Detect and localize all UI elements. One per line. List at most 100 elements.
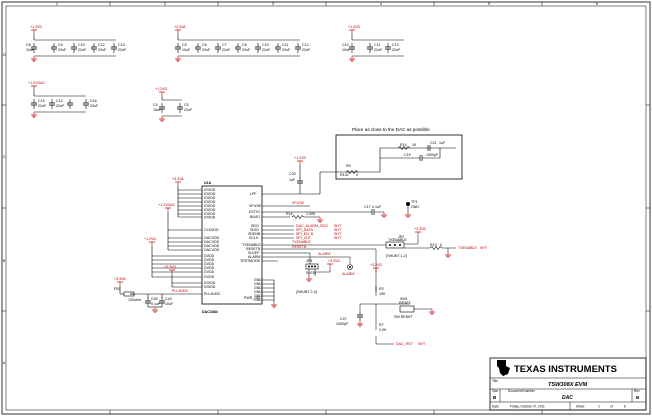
- jumper-ref: JP2: [398, 235, 404, 239]
- ferrite-value: 130ohm: [128, 298, 141, 302]
- sleep-jumper: JP3 SLEEP (SHUNT 2-3) +3.3VD: [296, 253, 340, 294]
- net-label: DAC_RST: [396, 342, 414, 346]
- note-cap-value: 1uF: [439, 141, 446, 145]
- switch-value: RESET: [399, 301, 412, 305]
- frame-tick-c: B: [3, 259, 6, 263]
- rail-label: +3.3VD: [328, 259, 340, 263]
- pin-label: DACVDD: [204, 244, 220, 248]
- pin-label: VFUSE: [249, 204, 262, 208]
- rev-label: Rev: [634, 389, 640, 393]
- cap-value: 22uF: [302, 48, 311, 52]
- cap-value: 22uF: [118, 48, 127, 52]
- pin-label: GND: [254, 294, 262, 298]
- cap-value: 22uF: [392, 48, 401, 52]
- cap-ref: C9: [58, 43, 63, 47]
- rail-label: +1.2VD: [144, 237, 156, 241]
- cap-ref: C12: [302, 43, 309, 47]
- pin-label: EXTIO: [249, 210, 260, 214]
- resistor-value: 1.00K: [306, 212, 316, 216]
- placement-note: Place as close to the DAC as possible: [352, 127, 430, 132]
- cap-ref: C4: [153, 103, 158, 107]
- pin-label: IOVDD: [204, 208, 216, 212]
- cap-value: 22uF: [90, 104, 99, 108]
- net-label: VFUSE: [292, 201, 305, 205]
- net-label: SPI_CLK: [296, 236, 311, 240]
- chip-ref: U1A: [204, 181, 212, 185]
- pin-label: SCLK: [249, 236, 259, 240]
- cap-value: 22uF: [242, 48, 251, 52]
- chip-part: DAC3484: [202, 310, 218, 314]
- cap-value: 22uF: [38, 104, 47, 108]
- decoupling-group-1: +1.2VD C8 10uF C9 22uF C10 22uF C12 22uF…: [26, 25, 127, 62]
- cap-value: 22uF: [58, 48, 67, 52]
- resistor-ref: R132: [340, 173, 349, 177]
- pin-label: GND: [254, 278, 262, 282]
- sheet-ref: SHT: [418, 342, 426, 346]
- cap-ref: C10: [262, 43, 269, 47]
- sheet-label: Sheet: [576, 405, 584, 409]
- resistor-ref: R13: [430, 243, 437, 247]
- company-logo-text: TEXAS INSTRUMENTS: [514, 364, 617, 375]
- sheet-ref: SHT: [334, 236, 342, 240]
- cap-value: 22uF: [262, 48, 271, 52]
- note-cap-ref: C21: [430, 141, 437, 145]
- cap-ref: C10: [78, 43, 85, 47]
- frame-tick-4: 4: [380, 2, 382, 6]
- rail-label: +3.3VA: [174, 25, 186, 29]
- sheet-number: 2: [598, 405, 600, 409]
- placement-note-box: Place as close to the DAC as possible R1…: [335, 127, 463, 180]
- pin-label: TESTMODE: [240, 259, 261, 263]
- cap-value: 22uF: [78, 48, 87, 52]
- date-label: Date:: [492, 405, 500, 409]
- cap-value: 22uF: [56, 104, 65, 108]
- rail-label: +3.3VD: [164, 265, 176, 269]
- cap-ref: C8: [242, 43, 247, 47]
- rail-label: +1.2VDAC: [158, 203, 175, 207]
- pin-label: DVDD: [204, 270, 215, 274]
- decoupling-group-3: +1.2VD C10 10uF C11 22uF C13 22uF: [342, 25, 404, 62]
- pin-label: PLLAVDD: [204, 292, 221, 296]
- rail-label: +3.3VA: [114, 277, 126, 281]
- pin-label: IOVDD: [204, 204, 216, 208]
- pin-label: BIASJ: [250, 215, 260, 219]
- sheet-ref: SHT: [334, 232, 342, 236]
- rail-label: +1.2VD: [348, 25, 360, 29]
- docnum-label: Document Number: [508, 389, 536, 393]
- pin-label: SDO: [251, 224, 259, 228]
- pin-label: IOVDD: [204, 281, 216, 285]
- switch-ref: SW1: [400, 297, 408, 301]
- pin-label: TXENABLE: [242, 243, 261, 247]
- pin-label: RESETB: [246, 247, 261, 251]
- frame-tick-5: 5: [488, 2, 490, 6]
- net-label: ALARM: [318, 252, 330, 256]
- pin-label: GND: [254, 286, 262, 290]
- net-label: SPI_EN_B: [296, 232, 314, 236]
- cap-value: 10uF: [165, 302, 174, 306]
- ferrite-ref: FB1: [114, 287, 121, 291]
- cap-ref: C13: [118, 43, 125, 47]
- sheet-total: 6: [624, 405, 626, 409]
- jumper-label: TXENABLE: [388, 238, 407, 242]
- rev-value: B: [636, 395, 640, 400]
- led-net-label: ALARM: [342, 272, 354, 276]
- cap-value: 0.1uF: [151, 302, 161, 306]
- rail-label: +3.3VD: [414, 227, 426, 231]
- resistor-value: 0: [440, 243, 442, 247]
- pin-label: IOVDD: [204, 200, 216, 204]
- frame-tick-b: C: [3, 155, 6, 159]
- size-label: Size: [492, 389, 498, 393]
- cap-ref: C11: [374, 43, 380, 47]
- cap-value: 10uF: [153, 108, 162, 112]
- net-label: DAC_ALARM_SDO: [296, 224, 328, 228]
- pin-label: SDENB: [248, 232, 261, 236]
- cap-value: 10uF: [182, 48, 191, 52]
- jumper-ref: JP3: [306, 259, 312, 263]
- frame-tick-3: 3: [272, 2, 274, 6]
- jumper-label: SLEEP: [306, 271, 318, 275]
- rail-label: +3.3VD: [370, 263, 382, 267]
- cap-ref: C11: [282, 43, 288, 47]
- pin-label: DACVDD: [204, 240, 220, 244]
- pin-label: IOVDD: [204, 285, 216, 289]
- decoupling-group-2: +3.3VA C5 10uF C6 22uF C7 22uF C8 22uF C…: [174, 25, 311, 62]
